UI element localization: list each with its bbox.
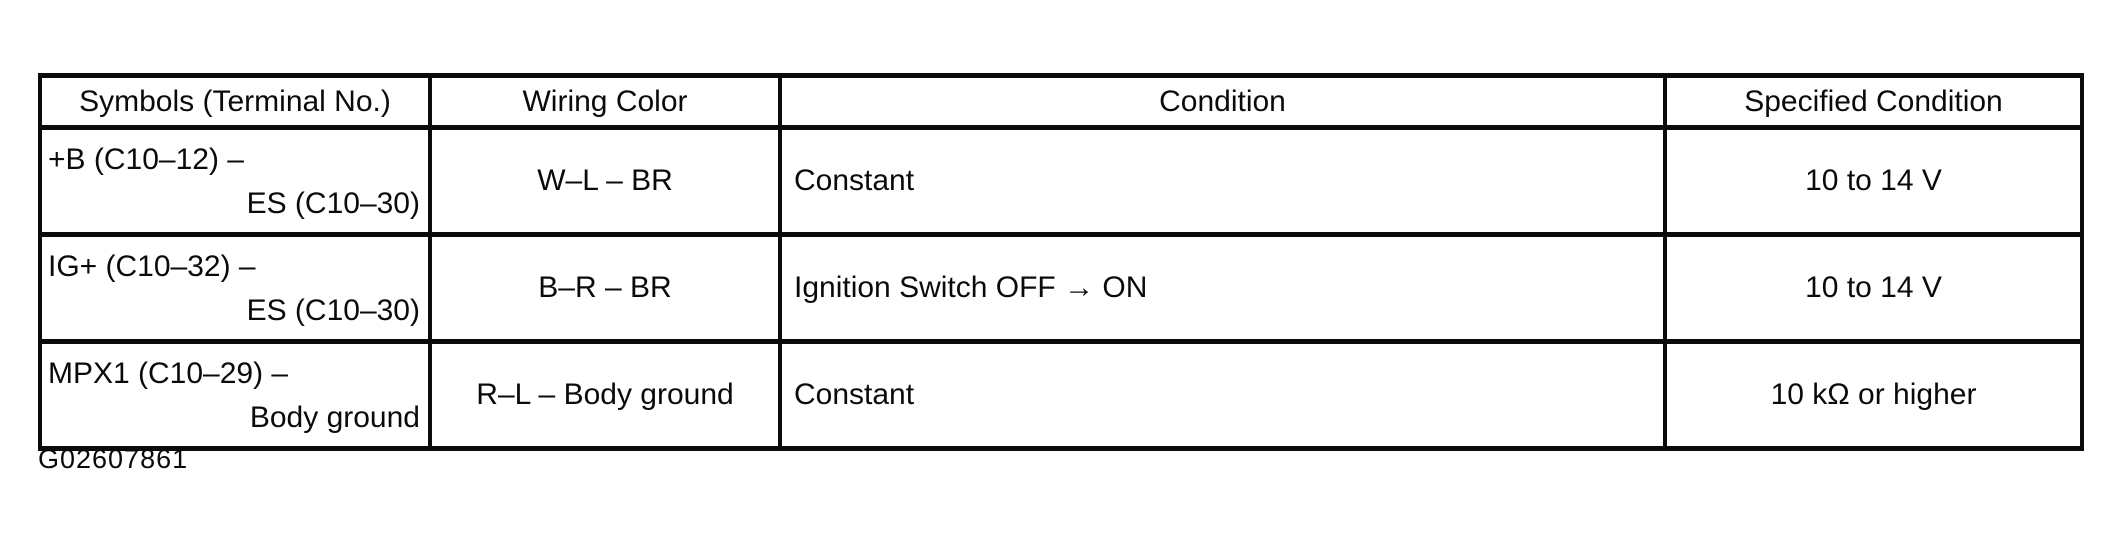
table-row: MPX1 (C10–29) – Body ground R–L – Body g… [38,339,2084,451]
cell-symbol: IG+ (C10–32) – ES (C10–30) [38,232,432,344]
cell-condition: Constant [778,125,1667,237]
cell-specified-condition: 10 to 14 V [1663,125,2084,237]
column-header-wiring-color: Wiring Color [428,73,782,130]
symbol-line1: MPX1 (C10–29) – [48,357,289,390]
symbol-line2: ES (C10–30) [246,187,420,220]
table-row: +B (C10–12) – ES (C10–30) W–L – BR Const… [38,125,2084,237]
symbol-line2: Body ground [249,401,420,434]
symbol-line1: IG+ (C10–32) – [48,250,256,283]
symbol-line1: +B (C10–12) – [48,143,244,176]
symbol-text: +B (C10–12) – ES (C10–30) [44,133,426,230]
cell-condition: Constant [778,339,1667,451]
cell-wiring-color: B–R – BR [428,232,782,344]
cell-wiring-color: R–L – Body ground [428,339,782,451]
column-header-specified-condition: Specified Condition [1663,73,2084,130]
symbol-text: IG+ (C10–32) – ES (C10–30) [44,240,426,337]
column-header-condition: Condition [778,73,1667,130]
symbol-text: MPX1 (C10–29) – Body ground [44,347,426,444]
symbol-line2: ES (C10–30) [246,294,420,327]
cell-wiring-color: W–L – BR [428,125,782,237]
table-row: IG+ (C10–32) – ES (C10–30) B–R – BR Igni… [38,232,2084,344]
cell-condition: Ignition Switch OFF → ON [778,232,1667,344]
cell-symbol: MPX1 (C10–29) – Body ground [38,339,432,451]
figure-id: G02607861 [38,444,189,474]
cell-specified-condition: 10 to 14 V [1663,232,2084,344]
cell-symbol: +B (C10–12) – ES (C10–30) [38,125,432,237]
column-header-symbols: Symbols (Terminal No.) [38,73,432,130]
terminal-specifications-table: Symbols (Terminal No.) Wiring Color Cond… [38,73,2084,451]
cell-specified-condition: 10 kΩ or higher [1663,339,2084,451]
table-header-row: Symbols (Terminal No.) Wiring Color Cond… [38,73,2084,130]
